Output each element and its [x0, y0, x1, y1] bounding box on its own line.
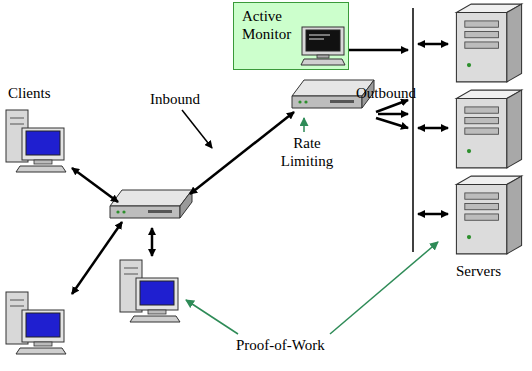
router-icon	[110, 190, 192, 218]
feature-label: Proof-of-Work	[236, 336, 325, 354]
group-label: Servers	[456, 262, 501, 280]
server-icon	[456, 176, 521, 254]
link-label: Inbound	[150, 90, 200, 108]
green-pointers	[186, 118, 438, 334]
server-bus	[412, 8, 414, 252]
bus-arrows	[340, 44, 448, 214]
inbound-link	[190, 112, 294, 194]
monitor-icon	[300, 25, 346, 67]
outbound-arrows	[376, 100, 408, 128]
server-icon	[456, 90, 521, 168]
link-label: Outbound	[356, 84, 416, 102]
feature-label: Rate Limiting	[276, 134, 338, 170]
client-computer	[6, 292, 66, 354]
server-icon	[456, 4, 521, 82]
group-label: Clients	[8, 84, 51, 102]
client-arrows	[72, 168, 152, 294]
monitor-box: Active Monitor	[233, 2, 349, 70]
client-computer	[6, 110, 66, 172]
inbound-pointer	[182, 110, 212, 148]
client-computer	[120, 260, 180, 322]
node-text: Active Monitor	[234, 3, 304, 43]
